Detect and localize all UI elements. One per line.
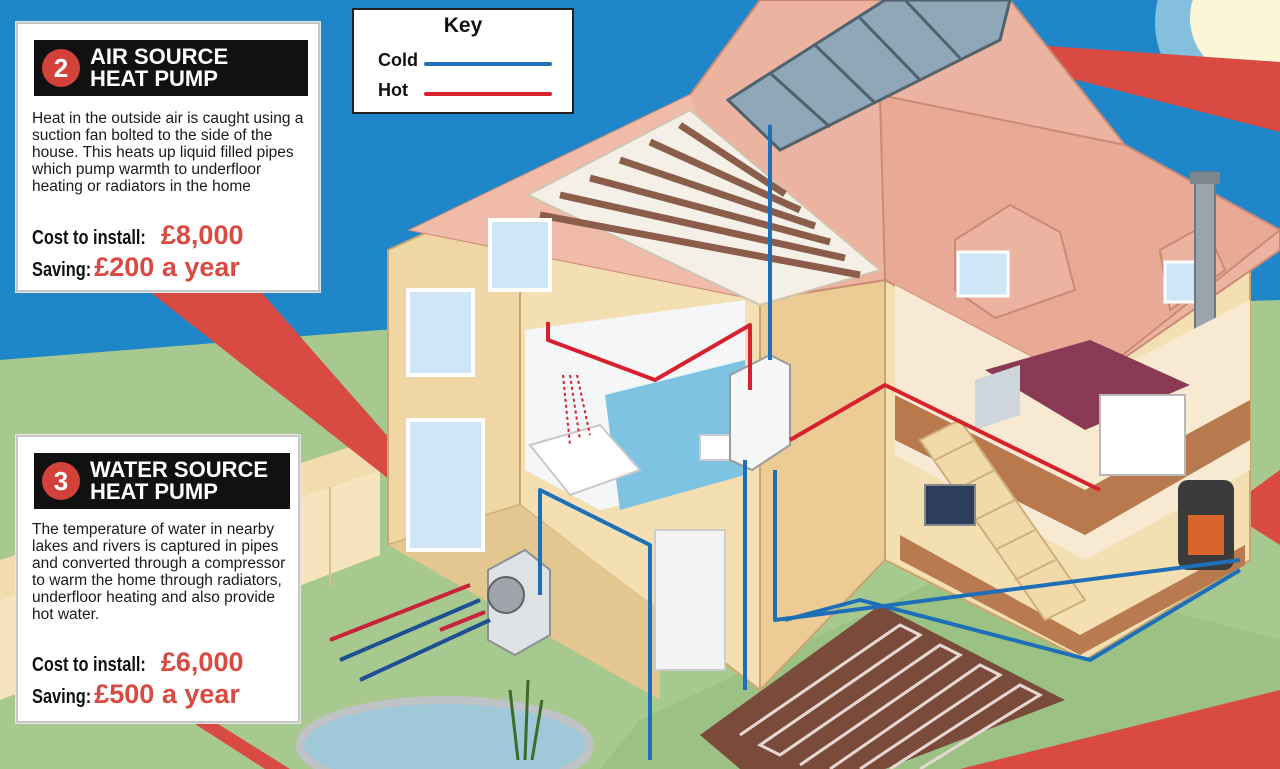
cost-label: Cost to install: (32, 654, 146, 676)
cost-row: Cost to install: £6,000 (32, 647, 243, 678)
saving-value: £200 a year (94, 252, 240, 282)
key-hot-swatch (424, 92, 552, 96)
panel-description: Heat in the outside air is caught using … (32, 110, 304, 195)
key-cold-label: Cold (378, 50, 418, 70)
air-source-heat-pump-unit (487, 548, 551, 657)
air-source-heat-pump-panel: 2 AIR SOURCE HEAT PUMP Heat in the outsi… (16, 22, 320, 292)
pointer-floor (960, 690, 1280, 769)
cost-value: £8,000 (160, 220, 244, 250)
solar-panels (725, 0, 1012, 152)
panel-number-badge: 2 (42, 49, 80, 87)
underfloor-heating (700, 605, 1065, 769)
air-flow-arrows (329, 583, 491, 682)
key-hot-label: Hot (378, 80, 408, 100)
cost-value: £6,000 (160, 647, 244, 677)
saving-label: Saving: (32, 686, 92, 708)
pointer-stove (1225, 470, 1280, 545)
wood-stove (1178, 480, 1234, 570)
radiator (1099, 394, 1186, 476)
bed (985, 340, 1190, 430)
panel-header: 3 WATER SOURCE HEAT PUMP (34, 453, 290, 509)
key-cold-swatch (424, 62, 552, 66)
dormer-windows (406, 203, 1227, 552)
pointer-water-pump (195, 722, 290, 769)
saving-value: £500 a year (94, 679, 240, 709)
panel-header: 2 AIR SOURCE HEAT PUMP (34, 40, 308, 96)
saving-row: Saving: £200 a year (32, 252, 240, 283)
panel-title: WATER SOURCE HEAT PUMP (90, 457, 269, 504)
saving-row: Saving: £500 a year (32, 679, 240, 710)
saving-label: Saving: (32, 259, 92, 281)
panel-title: AIR SOURCE HEAT PUMP (90, 44, 229, 91)
panel-number-badge: 3 (42, 462, 80, 500)
pipe-key: Key Cold Hot (352, 8, 574, 114)
panel-description: The temperature of water in nearby lakes… (32, 521, 286, 623)
key-title: Key (443, 14, 483, 37)
tv (924, 484, 976, 526)
cost-row: Cost to install: £8,000 (32, 220, 243, 251)
cost-label: Cost to install: (32, 227, 146, 249)
pond (296, 679, 594, 769)
water-source-heat-pump-panel: 3 WATER SOURCE HEAT PUMP The temperature… (16, 435, 300, 723)
interior-rooms (895, 285, 1250, 655)
hot-pipes (546, 322, 1101, 492)
cold-pipes (538, 125, 1242, 760)
